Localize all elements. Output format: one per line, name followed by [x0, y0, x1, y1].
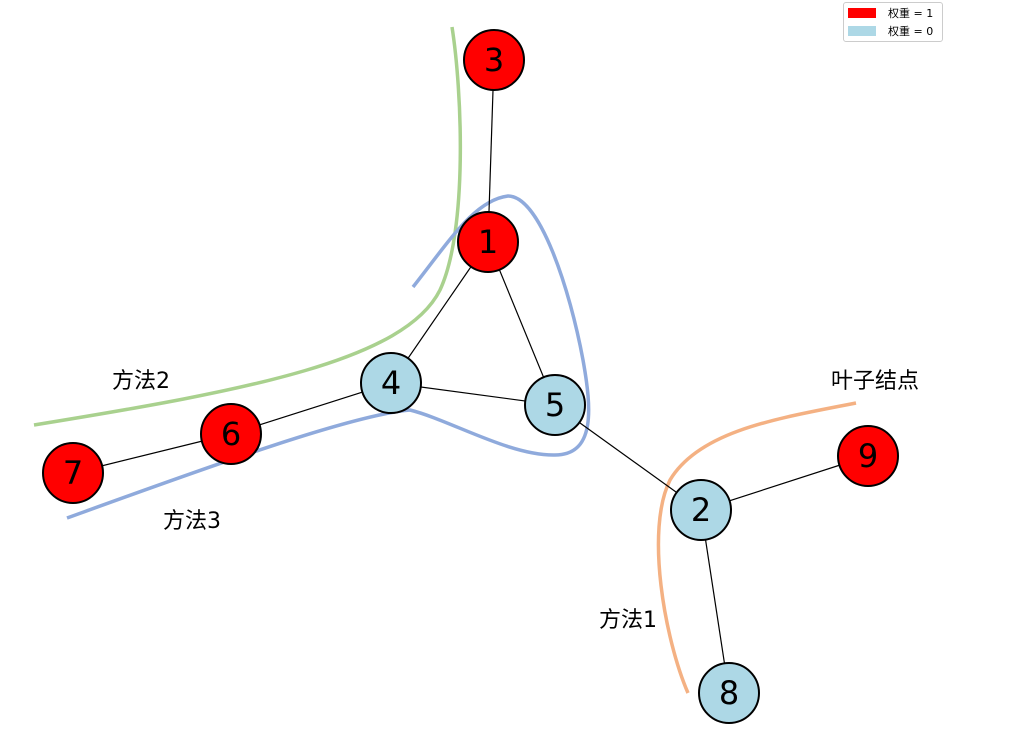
node-8: 8 — [698, 662, 760, 724]
node-1: 1 — [457, 211, 519, 273]
method2-curve — [33, 26, 463, 427]
node-circle — [698, 662, 760, 724]
node-circle — [670, 479, 732, 541]
edges-layer — [72, 59, 869, 694]
legend-item-weight-0: 权重 = 0 — [848, 24, 933, 38]
node-5: 5 — [524, 374, 586, 436]
node-label: 2 — [691, 491, 711, 529]
node-circle — [837, 425, 899, 487]
node-circle — [524, 374, 586, 436]
node-4: 4 — [360, 352, 422, 414]
node-label: 1 — [478, 223, 498, 261]
node-7: 7 — [42, 442, 104, 504]
node-label: 5 — [545, 386, 565, 424]
node-2: 2 — [670, 479, 732, 541]
node-circle — [200, 403, 262, 465]
method3-curve — [66, 194, 591, 520]
node-3: 3 — [463, 29, 525, 91]
nodes-layer: 1 2 3 4 5 6 7 8 9 — [42, 29, 899, 724]
node-label: 7 — [63, 454, 83, 492]
method2-label: 方法2 — [112, 369, 170, 394]
legend-label: 权重 = 0 — [888, 25, 934, 38]
legend-swatch-red — [848, 8, 876, 18]
method1-curve — [656, 401, 857, 694]
leaf-nodes-label: 叶子结点 — [831, 369, 919, 394]
legend-swatch-lightblue — [848, 26, 876, 36]
node-6: 6 — [200, 403, 262, 465]
node-label: 3 — [484, 41, 504, 79]
method1-label: 方法1 — [599, 608, 657, 633]
legend-item-weight-1: 权重 = 1 — [848, 6, 933, 20]
node-label: 6 — [221, 415, 241, 453]
node-circle — [457, 211, 519, 273]
legend: 权重 = 1 权重 = 0 — [843, 2, 943, 42]
method3-label: 方法3 — [163, 509, 221, 534]
legend-label: 权重 = 1 — [888, 7, 934, 20]
node-label: 9 — [858, 437, 878, 475]
node-circle — [463, 29, 525, 91]
node-label: 4 — [381, 364, 401, 402]
node-9: 9 — [837, 425, 899, 487]
node-label: 8 — [719, 674, 739, 712]
node-circle — [42, 442, 104, 504]
node-circle — [360, 352, 422, 414]
